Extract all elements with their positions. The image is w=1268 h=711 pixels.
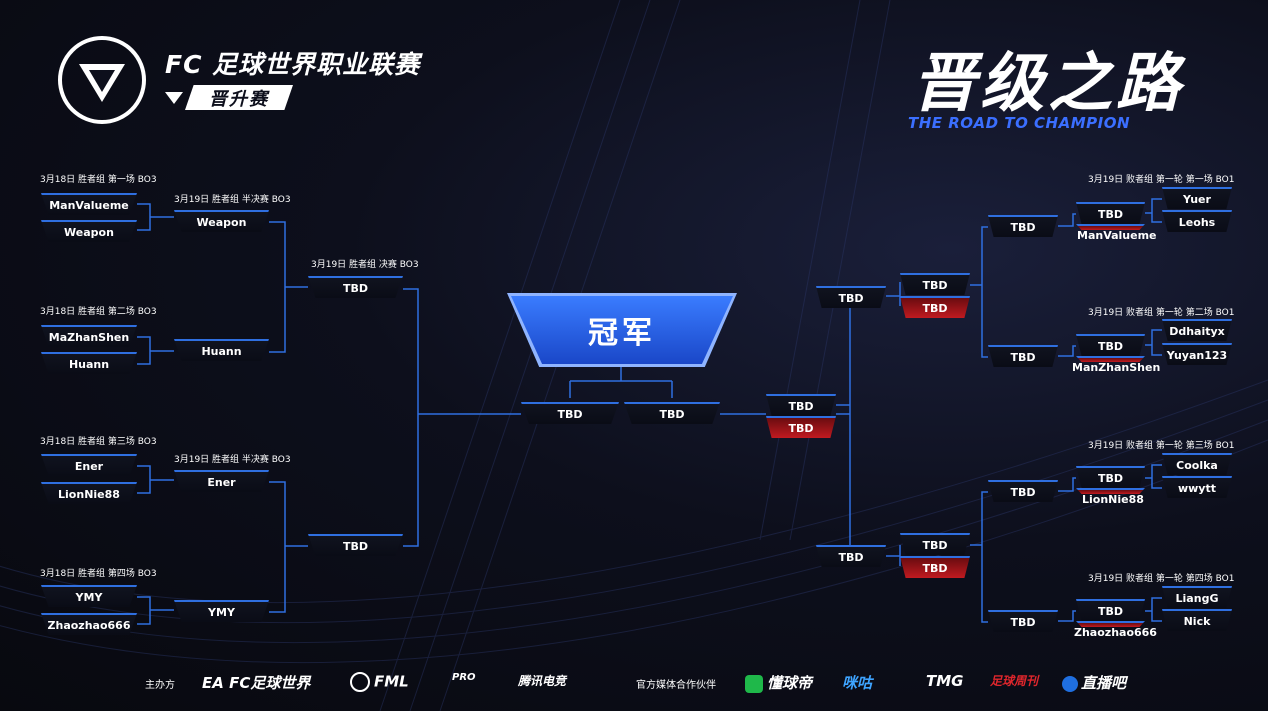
team-slot[interactable]: Nick bbox=[1162, 609, 1232, 631]
tencent-esports-logo: 腾讯电竞 bbox=[518, 674, 567, 688]
team-slot[interactable]: Coolka bbox=[1162, 453, 1232, 475]
team-slot[interactable]: TBD bbox=[1076, 202, 1145, 224]
team-slot[interactable]: TBD bbox=[766, 416, 836, 438]
team-slot[interactable]: TBD bbox=[308, 534, 403, 556]
team-slot[interactable]: Huann bbox=[41, 352, 137, 374]
champion-banner: 冠军 bbox=[511, 296, 733, 364]
team-slot[interactable]: MaZhanShen bbox=[41, 325, 137, 347]
fml-circle-icon bbox=[350, 672, 370, 692]
team-slot[interactable]: TBD bbox=[816, 286, 886, 308]
page-title: 晋级之路 bbox=[912, 47, 1184, 121]
match-label: 3月19日 胜者组 决赛 BO3 bbox=[311, 260, 419, 270]
soccer-weekly-logo: 足球周刊 bbox=[990, 674, 1039, 688]
fc-logo-icon bbox=[58, 36, 146, 124]
page-subtitle: THE ROAD TO CHAMPION bbox=[908, 114, 1131, 132]
team-slot[interactable]: TBD bbox=[308, 276, 403, 298]
dropped-team: ManZhanShen bbox=[1072, 361, 1161, 374]
team-slot[interactable]: Yuer bbox=[1162, 187, 1232, 209]
match-label: 3月19日 败者组 第一轮 第一场 BO1 bbox=[1088, 175, 1235, 185]
match-label: 3月18日 胜者组 第四场 BO3 bbox=[40, 569, 157, 579]
match-label: 3月18日 胜者组 第三场 BO3 bbox=[40, 437, 157, 447]
dongqiudi-logo: 懂球帝 bbox=[745, 672, 812, 693]
match-label: 3月19日 胜者组 半决赛 BO3 bbox=[174, 195, 291, 205]
team-slot[interactable]: Huann bbox=[174, 339, 269, 361]
team-slot[interactable]: TBD bbox=[1076, 599, 1145, 621]
team-slot[interactable]: TBD bbox=[900, 273, 970, 295]
promo-arrow-icon bbox=[165, 92, 183, 104]
team-slot[interactable]: TBD bbox=[1076, 334, 1145, 356]
team-slot[interactable]: wwytt bbox=[1162, 476, 1232, 498]
pro-logo: PRO bbox=[452, 672, 476, 683]
dongqiudi-icon bbox=[745, 674, 763, 693]
match-label: 3月19日 败者组 第一轮 第三场 BO1 bbox=[1088, 441, 1235, 451]
tmg-logo: TMG bbox=[926, 672, 964, 690]
team-slot[interactable]: Weapon bbox=[41, 220, 137, 242]
team-slot[interactable]: TBD bbox=[1076, 466, 1145, 488]
team-slot[interactable]: TBD bbox=[900, 533, 970, 555]
match-label: 3月19日 败者组 第一轮 第二场 BO1 bbox=[1088, 308, 1235, 318]
dropped-team: LionNie88 bbox=[1082, 493, 1144, 506]
match-label: 3月18日 胜者组 第一场 BO3 bbox=[40, 175, 157, 185]
team-slot[interactable]: TBD bbox=[988, 345, 1058, 367]
team-slot[interactable]: Weapon bbox=[174, 210, 269, 232]
team-slot[interactable]: TBD bbox=[988, 610, 1058, 632]
match-label: 3月18日 胜者组 第二场 BO3 bbox=[40, 307, 157, 317]
team-slot[interactable]: Yuyan123 bbox=[1162, 343, 1232, 365]
promotion-badge: 晋升赛 bbox=[185, 85, 293, 110]
match-label: 3月19日 败者组 第一轮 第四场 BO1 bbox=[1088, 574, 1235, 584]
match-label: 3月19日 胜者组 半决赛 BO3 bbox=[174, 455, 291, 465]
fml-logo: FML bbox=[350, 672, 409, 692]
team-slot[interactable]: Ener bbox=[41, 454, 137, 476]
league-title: FC 足球世界职业联赛 bbox=[165, 50, 421, 79]
team-slot[interactable]: TBD bbox=[900, 296, 970, 318]
grand-final-slot[interactable]: TBD bbox=[521, 402, 619, 424]
team-slot[interactable]: Ddhaityx bbox=[1162, 319, 1232, 341]
grand-final-slot[interactable]: TBD bbox=[624, 402, 720, 424]
organizer-label: 主办方 bbox=[145, 680, 175, 691]
team-slot[interactable]: YMY bbox=[41, 585, 137, 607]
zhibo8-logo: 直播吧 bbox=[1062, 672, 1126, 693]
media-label: 官方媒体合作伙伴 bbox=[636, 680, 716, 691]
team-slot[interactable]: YMY bbox=[174, 600, 269, 622]
team-slot[interactable]: Leohs bbox=[1162, 210, 1232, 232]
team-slot[interactable]: TBD bbox=[816, 545, 886, 567]
migu-logo: 咪咕 bbox=[842, 674, 873, 692]
ea-fc-logo: EA FC足球世界 bbox=[202, 674, 311, 692]
zhibo8-icon bbox=[1062, 675, 1078, 692]
dropped-team: Zhaozhao666 bbox=[1074, 626, 1157, 639]
dropped-team: ManValueme bbox=[1077, 229, 1157, 242]
team-slot[interactable]: ManValueme bbox=[41, 193, 137, 215]
team-slot[interactable]: LiangG bbox=[1162, 586, 1232, 608]
team-slot[interactable]: TBD bbox=[900, 556, 970, 578]
team-slot[interactable]: TBD bbox=[766, 394, 836, 416]
team-slot[interactable]: Zhaozhao666 bbox=[41, 613, 137, 635]
team-slot[interactable]: Ener bbox=[174, 470, 269, 492]
team-slot[interactable]: LionNie88 bbox=[41, 482, 137, 504]
team-slot[interactable]: TBD bbox=[988, 480, 1058, 502]
team-slot[interactable]: TBD bbox=[988, 215, 1058, 237]
